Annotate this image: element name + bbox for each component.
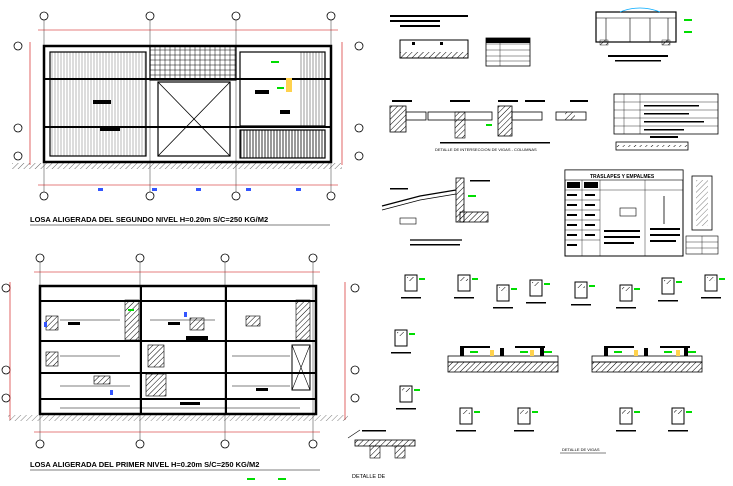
- lower-plan-title: LOSA ALIGERADA DEL PRIMER NIVEL H=0.20m …: [30, 460, 259, 469]
- upper-grid-panel: [149, 45, 237, 81]
- beam-section: [517, 407, 531, 425]
- beam-section: [529, 279, 543, 297]
- beam-section-label: [391, 352, 411, 354]
- lower-slab-outline: [38, 284, 318, 416]
- beam-section-label: [526, 302, 546, 304]
- legend-table: [613, 93, 719, 135]
- beam-section: [671, 407, 685, 425]
- beam-section: [457, 274, 471, 292]
- beam-section-label: [616, 430, 636, 432]
- upper-stair-steps: [239, 129, 326, 159]
- splice-table-title: TRASLAPES Y EMPALMES: [590, 174, 655, 180]
- beam-section-hatch: [532, 282, 540, 286]
- beam-section: [661, 277, 675, 295]
- beam-section-hatch: [622, 410, 630, 414]
- beam-section-hatch: [674, 410, 682, 414]
- beam-section: [394, 329, 408, 347]
- beam-section: [704, 274, 718, 292]
- beam-section-label: [401, 297, 421, 299]
- intersection-details: DETALLE DE INTERSECCION DE VIGAS - COLUM…: [389, 100, 588, 152]
- roof-section-detail: [381, 177, 490, 246]
- beam-section-label: [658, 300, 678, 302]
- beam-section-label: [456, 430, 476, 432]
- lower-axis-bubbles: [1, 253, 360, 449]
- beam-elevation: [595, 11, 677, 43]
- splice-table: TRASLAPES Y EMPALMES: [564, 169, 719, 257]
- beam-section: [459, 407, 473, 425]
- beam-section-hatch: [577, 284, 585, 288]
- beam-section-label: [701, 297, 721, 299]
- beam-section-hatch: [407, 277, 415, 281]
- beam-section-hatch: [499, 287, 507, 291]
- upper-dimensions: [29, 29, 343, 186]
- joist-detail-caption-1: DETALLE DE: [352, 474, 386, 480]
- joist-detail: DETALLE DE: [347, 429, 416, 480]
- beam-section-label: [396, 408, 416, 410]
- long-beam-sections: [447, 346, 703, 373]
- beam-section-hatch: [520, 410, 528, 414]
- beam-section-hatch: [622, 287, 630, 291]
- beam-section-label: [668, 430, 688, 432]
- beam-section-hatch: [460, 277, 468, 281]
- beam-section-label: [514, 430, 534, 432]
- beam-section-hatch: [397, 332, 405, 336]
- beam-details-caption: DETALLE DE VIGAS: [562, 447, 600, 452]
- beam-section-hatch: [402, 388, 410, 392]
- beam-section: [496, 284, 510, 302]
- lower-dimensions: [9, 271, 346, 433]
- beam-section-hatch: [707, 277, 715, 281]
- beam-section: [399, 385, 413, 403]
- upper-slab-plan: LOSA ALIGERADA DEL SEGUNDO NIVEL H=0.20m…: [12, 11, 364, 226]
- beam-section-label: [454, 297, 474, 299]
- intersection-caption: DETALLE DE INTERSECCION DE VIGAS - COLUM…: [435, 147, 537, 152]
- top-section-details: DETALLE DE INTERSECCION DE VIGAS - COLUM…: [381, 7, 719, 257]
- beam-section-hatch: [462, 410, 470, 414]
- lower-slab-plan: LOSA ALIGERADA DEL PRIMER NIVEL H=0.20m …: [1, 253, 360, 480]
- beam-section-label: [493, 307, 513, 309]
- beam-section-hatch: [664, 280, 672, 284]
- beam-sections: [391, 274, 725, 432]
- upper-plan-title: LOSA ALIGERADA DEL SEGUNDO NIVEL H=0.20m…: [30, 215, 268, 224]
- beam-section-label: [571, 304, 591, 306]
- beam-section: [619, 407, 633, 425]
- upper-stair-opening: [157, 81, 231, 157]
- beam-section: [574, 281, 588, 299]
- beam-section-label: [616, 307, 636, 309]
- beam-section: [619, 284, 633, 302]
- beam-section: [404, 274, 418, 292]
